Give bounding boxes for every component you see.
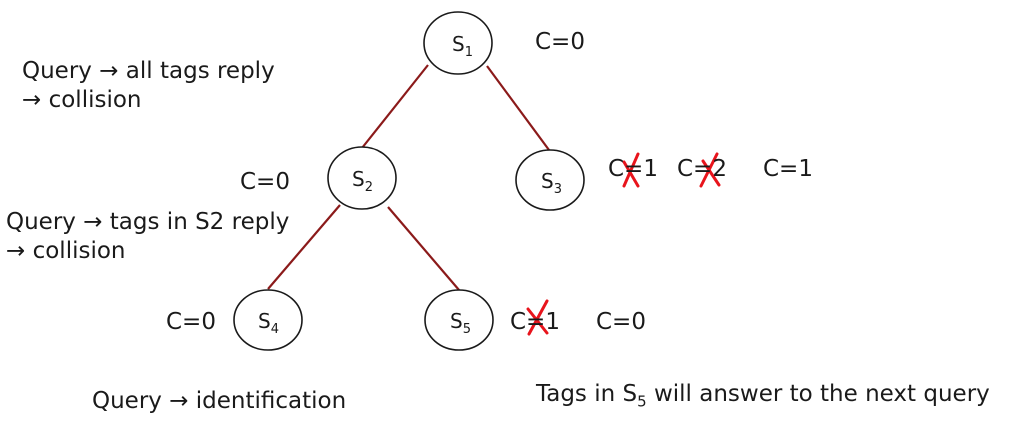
svg-text:S2: S2 bbox=[352, 167, 373, 195]
node-s1: S1 bbox=[423, 11, 493, 75]
counter-label-s3-struck-2: C=2 bbox=[677, 156, 727, 182]
edge-s2-s4 bbox=[267, 204, 341, 290]
counter-label-s4: C=0 bbox=[166, 309, 216, 335]
edge-s1-s2 bbox=[361, 64, 429, 149]
next-query-note-sub: 5 bbox=[637, 392, 647, 411]
strike-cross-s3-second bbox=[699, 152, 721, 188]
node-s4: S4 bbox=[233, 289, 303, 351]
next-query-note-prefix: Tags in S bbox=[536, 381, 638, 407]
root-annotation-line2: → collision bbox=[22, 87, 142, 113]
leaf-annotation: Query → identification bbox=[92, 388, 347, 414]
svg-text:S1: S1 bbox=[452, 32, 473, 60]
node-s5: S5 bbox=[424, 289, 494, 351]
svg-text:S4: S4 bbox=[258, 309, 279, 337]
next-query-note-suffix: will answer to the next query bbox=[646, 381, 990, 407]
counter-label-s5-struck: C=1 bbox=[510, 309, 560, 335]
s2-annotation-line1: Query → tags in S2 reply bbox=[6, 209, 290, 235]
counter-label-s2: C=0 bbox=[240, 169, 290, 195]
counter-label-s3-struck-1: C=1 bbox=[608, 156, 658, 182]
strike-cross-s3-first bbox=[622, 152, 640, 188]
edge-s2-s5 bbox=[387, 206, 460, 291]
next-query-note: Tags in S5 will answer to the next query bbox=[536, 380, 990, 417]
counter-label-s3-final: C=1 bbox=[763, 156, 813, 182]
counter-label-s1: C=0 bbox=[535, 29, 585, 55]
node-s3: S3 bbox=[515, 149, 585, 211]
edge-s1-s3 bbox=[486, 65, 550, 151]
counter-label-s5-final: C=0 bbox=[596, 309, 646, 335]
node-s2: S2 bbox=[327, 146, 397, 210]
strike-cross-s5 bbox=[526, 299, 549, 336]
svg-text:S5: S5 bbox=[450, 309, 471, 337]
s2-annotation-line2: → collision bbox=[6, 238, 126, 264]
svg-text:S3: S3 bbox=[541, 169, 562, 197]
root-annotation-line1: Query → all tags reply bbox=[22, 58, 275, 84]
